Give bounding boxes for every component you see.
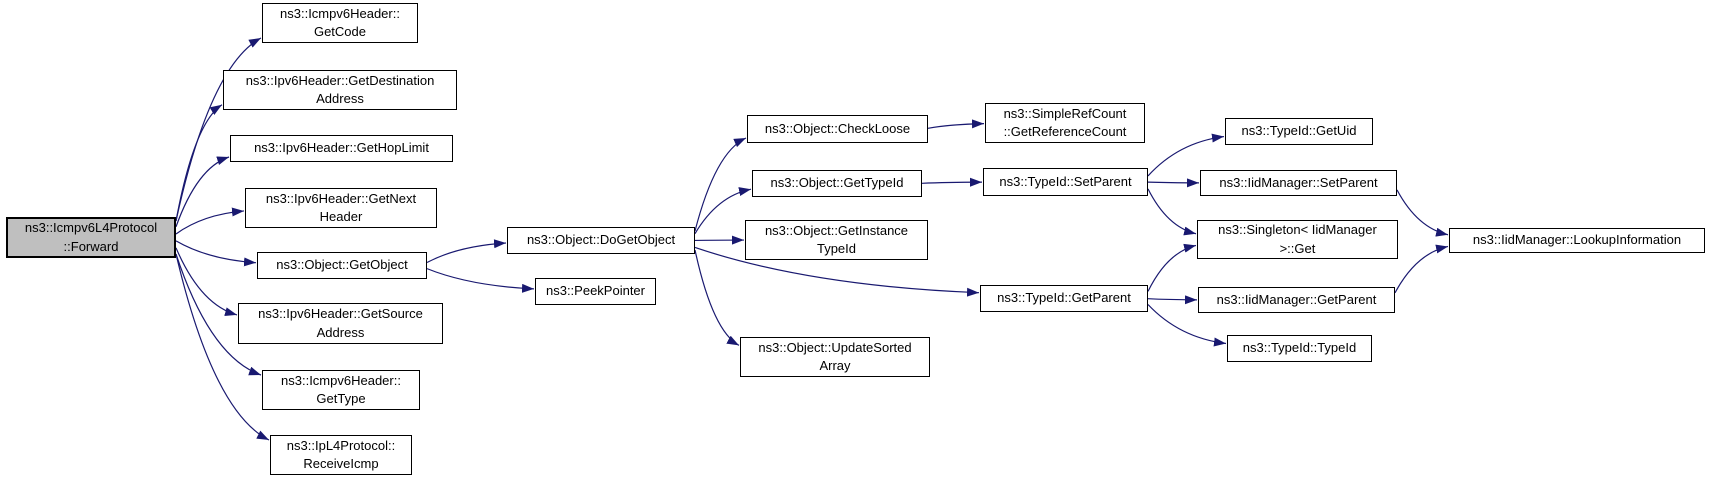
edge-typeid_setparent-to-singleton_get	[1147, 188, 1197, 236]
node-icmpv6header-gettype[interactable]: ns3::Icmpv6Header:: GetType	[262, 370, 420, 410]
node-label: ns3::Singleton< IidManager >::Get	[1218, 222, 1377, 256]
node-typeid-typeid[interactable]: ns3::TypeId::TypeId	[1227, 335, 1372, 362]
edge-forward-to-getdest	[175, 104, 223, 222]
node-singleton-iidmanager-get[interactable]: ns3::Singleton< IidManager >::Get	[1197, 220, 1398, 259]
node-icmpv6header-getcode[interactable]: ns3::Icmpv6Header:: GetCode	[262, 3, 418, 43]
edge-object_gettypeid-to-typeid_setparent	[921, 177, 983, 187]
node-label: ns3::SimpleRefCount ::GetReferenceCount	[1003, 105, 1127, 139]
node-label: ns3::Icmpv6Header:: GetType	[281, 372, 401, 406]
node-label: ns3::Object::GetInstance TypeId	[764, 222, 909, 256]
edge-getobject-to-peekpointer	[426, 268, 535, 293]
node-ipv6header-getsourceaddress[interactable]: ns3::Ipv6Header::GetSource Address	[238, 303, 443, 344]
node-label: ns3::IidManager::SetParent	[1219, 174, 1378, 190]
edge-dogetobject-to-checkloose	[694, 137, 747, 232]
edge-forward-to-gettype	[175, 253, 262, 376]
node-label: ns3::TypeId::SetParent	[999, 173, 1132, 189]
edge-forward-to-getnextheader	[175, 207, 245, 235]
edge-iid_getparent-to-lookupinfo	[1394, 244, 1449, 294]
node-typeid-setparent[interactable]: ns3::TypeId::SetParent	[983, 168, 1148, 196]
node-typeid-getparent[interactable]: ns3::TypeId::GetParent	[980, 285, 1148, 312]
node-label: ns3::TypeId::GetUid	[1241, 123, 1357, 139]
node-label: ns3::Object::DoGetObject	[526, 232, 676, 248]
edge-dogetobject-to-typeid_getparent	[694, 246, 980, 297]
node-icmpv6l4protocol-forward: ns3::Icmpv6L4Protocol ::Forward	[6, 217, 176, 258]
node-ipv6header-getdestinationaddress[interactable]: ns3::Ipv6Header::GetDestination Address	[223, 70, 457, 110]
node-label: ns3::TypeId::GetParent	[997, 290, 1131, 306]
node-label: ns3::IidManager::LookupInformation	[1472, 232, 1682, 248]
node-label: ns3::Object::GetObject	[276, 257, 408, 273]
edge-typeid_setparent-to-typeid_getuid	[1147, 133, 1225, 177]
node-ipv6header-getnextheader[interactable]: ns3::Ipv6Header::GetNext Header	[245, 188, 437, 228]
node-iidmanager-setparent[interactable]: ns3::IidManager::SetParent	[1200, 170, 1397, 196]
node-label: ns3::Ipv6Header::GetNext Header	[265, 190, 417, 224]
node-object-dogetobject[interactable]: ns3::Object::DoGetObject	[507, 227, 695, 254]
edge-forward-to-getcode	[175, 37, 262, 222]
node-label: ns3::Object::CheckLoose	[764, 120, 911, 136]
node-typeid-getuid[interactable]: ns3::TypeId::GetUid	[1225, 118, 1373, 145]
edge-forward-to-gethoplimit	[175, 156, 230, 228]
node-label: ns3::IidManager::GetParent	[1216, 291, 1377, 307]
edge-checkloose-to-simplerefcount	[927, 119, 985, 129]
edge-dogetobject-to-updatesorted	[694, 249, 740, 346]
node-label: ns3::IpL4Protocol:: ReceiveIcmp	[286, 437, 396, 471]
node-peekpointer[interactable]: ns3::PeekPointer	[535, 278, 656, 305]
node-ipv6header-gethoplimit[interactable]: ns3::Ipv6Header::GetHopLimit	[230, 135, 453, 162]
node-simplerefcount-getreferencecount[interactable]: ns3::SimpleRefCount ::GetReferenceCount	[985, 103, 1145, 143]
node-label: ns3::Ipv6Header::GetHopLimit	[254, 140, 429, 156]
edge-getobject-to-dogetobject	[426, 239, 507, 264]
edge-typeid_getparent-to-typeid_typeid	[1147, 304, 1227, 347]
node-object-updatesortedarray[interactable]: ns3::Object::UpdateSorted Array	[740, 337, 930, 377]
node-label: ns3::PeekPointer	[545, 283, 645, 299]
edge-typeid_getparent-to-iid_getparent	[1147, 295, 1198, 305]
node-ipl4protocol-receiveicmp[interactable]: ns3::IpL4Protocol:: ReceiveIcmp	[270, 435, 412, 475]
node-iidmanager-getparent[interactable]: ns3::IidManager::GetParent	[1198, 287, 1395, 313]
edge-dogetobject-to-object_gettypeid	[694, 187, 752, 234]
edge-iid_setparent-to-lookupinfo	[1396, 189, 1449, 237]
node-label: ns3::TypeId::TypeId	[1242, 340, 1357, 356]
node-label: ns3::Icmpv6L4Protocol ::Forward	[24, 220, 158, 254]
edge-typeid_getparent-to-singleton_get	[1147, 243, 1197, 292]
node-iidmanager-lookupinformation[interactable]: ns3::IidManager::LookupInformation	[1449, 228, 1705, 253]
node-label: ns3::Icmpv6Header:: GetCode	[280, 5, 400, 39]
node-label: ns3::Ipv6Header::GetSource Address	[258, 306, 423, 340]
node-label: ns3::Object::GetTypeId	[770, 175, 904, 191]
node-object-gettypeid[interactable]: ns3::Object::GetTypeId	[752, 170, 922, 197]
node-object-checkloose[interactable]: ns3::Object::CheckLoose	[747, 115, 928, 143]
node-object-getobject[interactable]: ns3::Object::GetObject	[257, 252, 427, 279]
node-label: ns3::Object::UpdateSorted Array	[758, 339, 912, 373]
edge-typeid_setparent-to-iid_setparent	[1147, 178, 1200, 188]
edge-forward-to-getsource	[175, 247, 238, 317]
edge-forward-to-receiveicmp	[175, 253, 270, 441]
node-object-getinstancetypeid[interactable]: ns3::Object::GetInstance TypeId	[745, 220, 928, 260]
edge-forward-to-getobject	[175, 240, 257, 267]
node-label: ns3::Ipv6Header::GetDestination Address	[245, 72, 435, 106]
